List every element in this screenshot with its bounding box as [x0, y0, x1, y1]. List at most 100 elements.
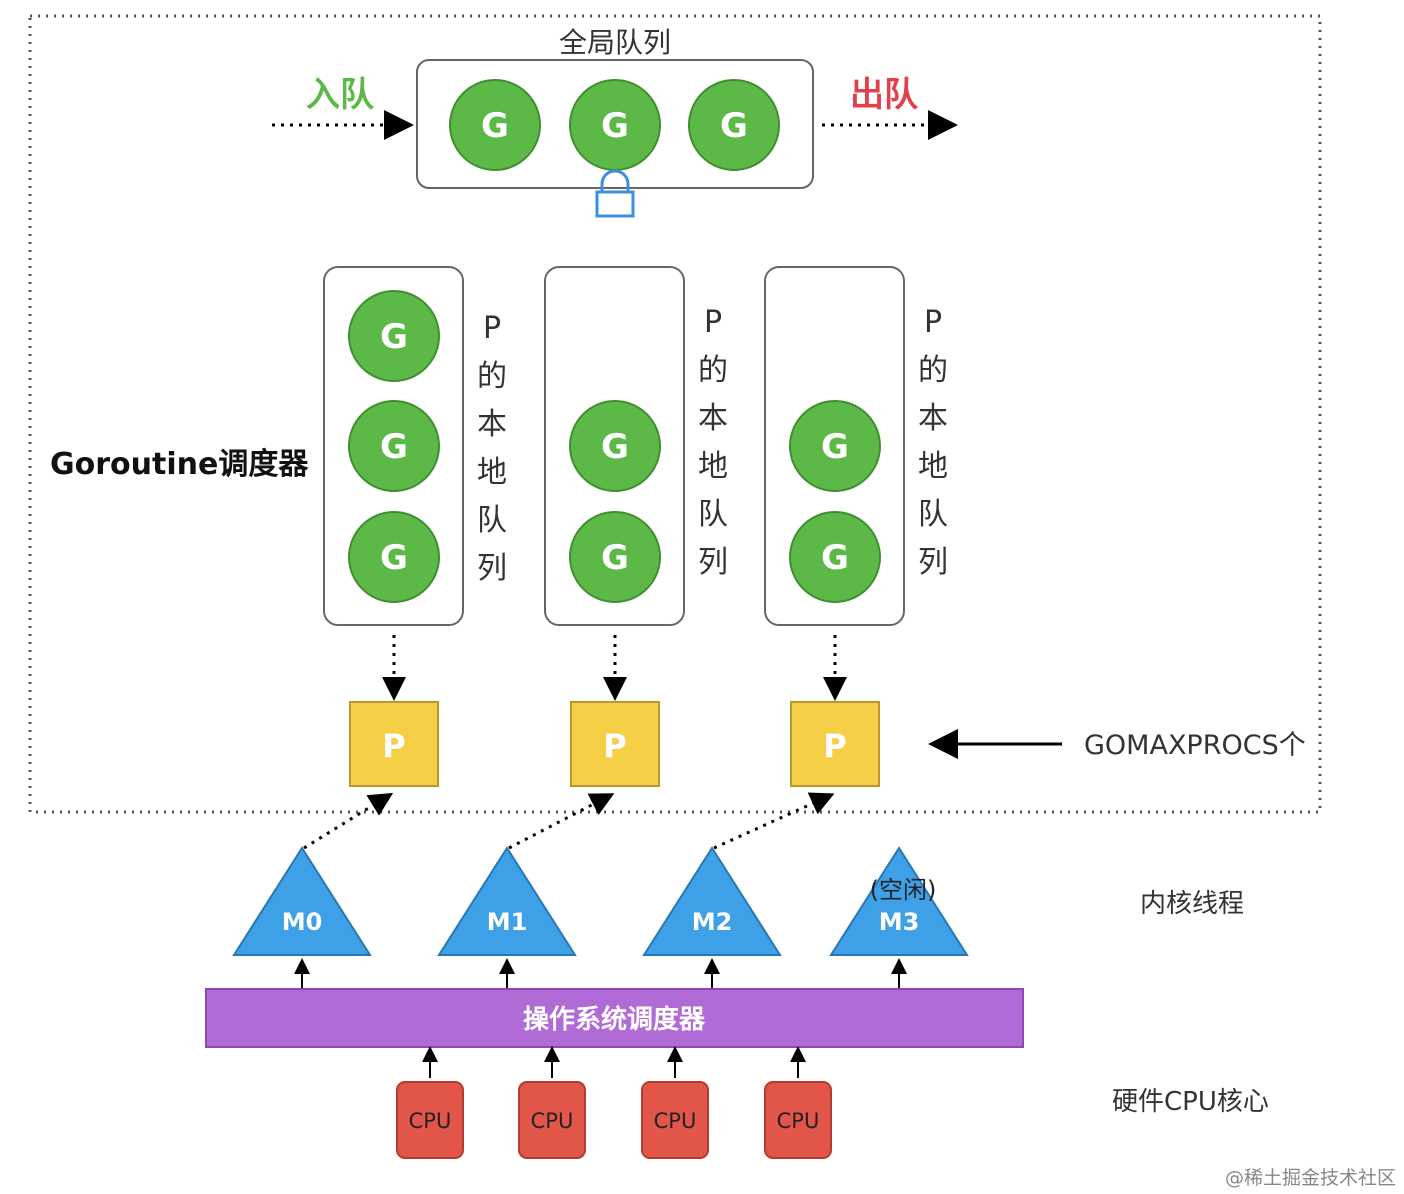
goroutine-circle	[348, 290, 440, 382]
processor-1: P	[570, 701, 660, 787]
global-goroutine: G	[569, 79, 661, 171]
cpu-label: CPU	[777, 1109, 820, 1133]
cpu-box	[641, 1081, 709, 1159]
processor-label: P	[823, 727, 846, 765]
thread-m2: M2	[642, 846, 782, 988]
local-queue-label-char: 本	[477, 407, 507, 442]
local-goroutine: G	[348, 511, 440, 603]
local-queue-label-char: 列	[918, 545, 948, 580]
global-goroutine: G	[449, 79, 541, 171]
goroutine-circle	[569, 511, 661, 603]
processor-label: P	[382, 727, 405, 765]
processor-box	[349, 701, 439, 787]
thread-triangle	[642, 846, 782, 956]
thread-triangle	[232, 846, 372, 956]
local-goroutine: G	[348, 290, 440, 382]
thread-to-processor-link	[303, 792, 394, 850]
os-scheduler-bar	[205, 988, 1024, 1048]
local-queue-label-char: 本	[698, 401, 728, 436]
thread-name: M3	[879, 908, 920, 936]
local-goroutine: G	[569, 400, 661, 492]
thread-to-processor-link	[508, 793, 615, 850]
thread-triangle	[437, 846, 577, 956]
processor-box	[570, 701, 660, 787]
thread-m3: M3 (空闲)	[829, 846, 969, 988]
local-queue-label-char: 地	[698, 449, 728, 484]
cpu-label: CPU	[409, 1109, 452, 1133]
processor-label: P	[603, 727, 626, 765]
goroutine-label: G	[720, 106, 748, 146]
scheduler-label: Goroutine调度器	[50, 447, 309, 482]
local-queue-label-char: P	[924, 305, 942, 340]
kernel-thread-label: 内核线程	[1140, 889, 1244, 919]
scheduler-boundary	[28, 14, 1322, 814]
goroutine-label: G	[380, 427, 408, 467]
goroutine-label: G	[821, 538, 849, 578]
thread-name: M2	[692, 908, 733, 936]
enqueue-label: 入队	[306, 75, 375, 115]
os-scheduler-label: 操作系统调度器	[523, 1004, 706, 1035]
local-queue-label-char: 列	[698, 545, 728, 580]
global-goroutine: G	[688, 79, 780, 171]
cpu-1: CPU	[518, 1046, 586, 1159]
cpu-label: CPU	[654, 1109, 697, 1133]
threads: M0 M1 M2 M3 (空闲)	[232, 792, 969, 988]
local-queue-label-char: 的	[918, 353, 948, 388]
local-goroutine: G	[569, 511, 661, 603]
gomaxprocs-label: GOMAXPROCS个	[1084, 730, 1306, 761]
thread-note: (空闲)	[870, 876, 937, 904]
local-queue-label-char: 本	[918, 401, 948, 436]
cpu-box	[764, 1081, 832, 1159]
thread-name: M0	[282, 908, 323, 936]
cpu-box	[396, 1081, 464, 1159]
hardware-label: 硬件CPU核心	[1112, 1087, 1269, 1117]
local-goroutine: G	[348, 400, 440, 492]
local-queue-label-char: P	[483, 311, 501, 346]
processor-box	[790, 701, 880, 787]
cpus: CPU CPU CPU CPU	[396, 1046, 832, 1159]
thread-triangle	[829, 846, 969, 956]
local-goroutine: G	[789, 400, 881, 492]
goroutine-label: G	[481, 106, 509, 146]
goroutine-circle	[449, 79, 541, 171]
cpu-0: CPU	[396, 1046, 464, 1159]
watermark: @稀土掘金技术社区	[1225, 1167, 1396, 1189]
goroutine-circle	[789, 511, 881, 603]
goroutine-label: G	[380, 317, 408, 357]
goroutine-circle	[789, 400, 881, 492]
cpu-box	[518, 1081, 586, 1159]
goroutine-label: G	[601, 427, 629, 467]
cpu-label: CPU	[531, 1109, 574, 1133]
global-queue-title: 全局队列	[559, 26, 671, 59]
local-queue-label-char: 的	[698, 353, 728, 388]
goroutine-label: G	[601, 106, 629, 146]
thread-to-processor-link	[713, 792, 835, 850]
processor-0: P	[349, 701, 439, 787]
goroutine-circle	[348, 511, 440, 603]
goroutine-circle	[569, 400, 661, 492]
cpu-2: CPU	[641, 1046, 709, 1159]
cpu-3: CPU	[764, 1046, 832, 1159]
processor-2: P	[790, 701, 880, 787]
goroutine-circle	[688, 79, 780, 171]
thread-m0: M0	[232, 846, 372, 988]
local-queue-label-char: 队	[918, 497, 948, 532]
local-queue-label-char: 地	[918, 449, 948, 484]
goroutine-circle	[348, 400, 440, 492]
thread-m1: M1	[437, 846, 577, 988]
local-queue-label-char: 队	[477, 503, 507, 538]
local-queue-label-char: 列	[477, 551, 507, 586]
local-queue-label-char: P	[704, 305, 722, 340]
goroutine-label: G	[601, 538, 629, 578]
lock-icon	[595, 169, 635, 218]
goroutine-label: G	[380, 538, 408, 578]
local-queue-label-char: 地	[477, 455, 507, 490]
dequeue-label: 出队	[850, 75, 919, 115]
